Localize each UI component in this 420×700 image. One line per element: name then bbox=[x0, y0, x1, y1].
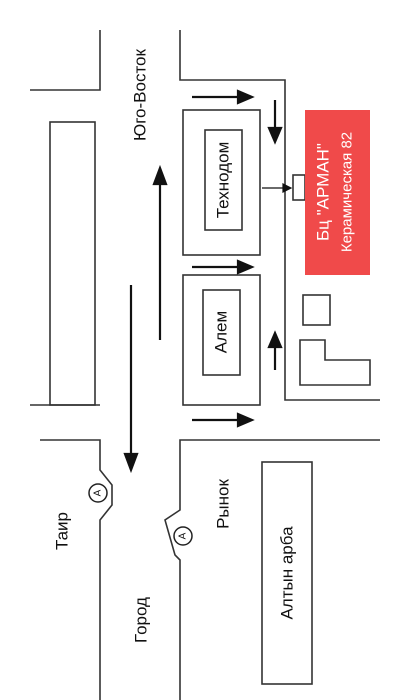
building-altyn-arba bbox=[261, 461, 313, 685]
building-connector bbox=[292, 174, 306, 201]
building-l-shape bbox=[299, 339, 371, 386]
road-edge-lower-middle bbox=[164, 439, 380, 700]
building-alem-outer bbox=[182, 274, 261, 406]
label-altyn-arba: Алтын арба bbox=[278, 526, 297, 620]
label-tekhnodom: Технодом bbox=[214, 142, 233, 219]
building-small-square bbox=[302, 294, 331, 326]
small-arrow bbox=[262, 183, 293, 193]
building-alem-inner bbox=[202, 289, 241, 376]
building-tekhnodom-outer bbox=[182, 109, 261, 256]
road-edge-top-right bbox=[179, 30, 380, 401]
building-tekhnodom-inner bbox=[204, 129, 243, 231]
label-gorod: Город bbox=[132, 597, 151, 643]
label-bts-arman: Бц "АРМАН" bbox=[314, 143, 333, 241]
label-keramicheskaya: Керамическая 82 bbox=[339, 132, 356, 252]
building-bts-arman bbox=[305, 110, 370, 275]
label-yugo-vostok: Юго-Восток bbox=[131, 48, 150, 140]
label-rynok: Рынок bbox=[214, 479, 233, 529]
building-left-long bbox=[49, 121, 96, 406]
label-alem: Алем bbox=[212, 311, 231, 353]
bus-stop-icon: A bbox=[173, 526, 193, 546]
road-edge-top-left bbox=[30, 30, 101, 91]
bus-stop-letter: A bbox=[178, 532, 189, 539]
road-edge-lower-left bbox=[40, 439, 113, 700]
bus-stop-icon: A bbox=[88, 483, 108, 503]
bus-stop-letter: A bbox=[93, 489, 104, 496]
label-tair: Таир bbox=[53, 512, 72, 550]
arrows bbox=[123, 89, 283, 474]
